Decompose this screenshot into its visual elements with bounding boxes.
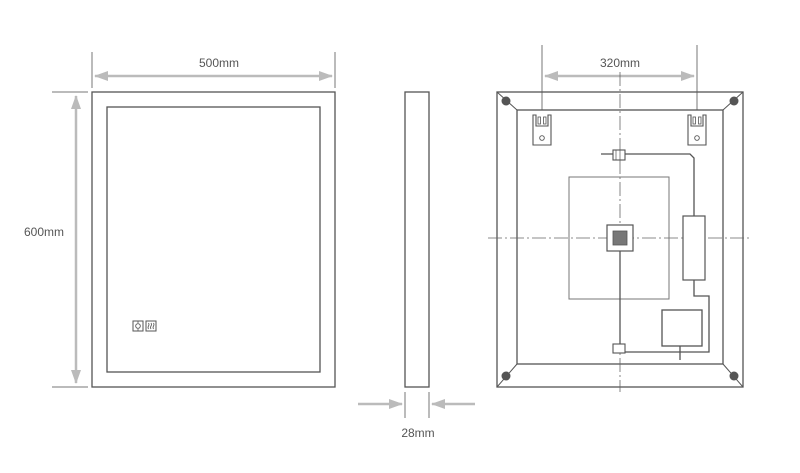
power-driver xyxy=(682,215,706,281)
wiring xyxy=(601,153,710,360)
corner-screw-icon xyxy=(501,96,511,106)
wire-top xyxy=(601,153,695,216)
mirror-side-profile xyxy=(404,91,430,388)
top-connector xyxy=(612,149,626,161)
corner-screw-icon xyxy=(501,371,511,381)
wall-bracket-left-icon xyxy=(532,114,552,146)
corner-screw-icon xyxy=(729,371,739,381)
mirror-outer-frame xyxy=(91,91,336,388)
back-view: 320mm xyxy=(488,45,752,392)
side-view: 28mm xyxy=(358,91,475,440)
front-width-label: 500mm xyxy=(199,56,239,70)
light-switch-icon xyxy=(132,320,144,332)
corner-screw-icon xyxy=(729,96,739,106)
front-view: 500mm 600mm xyxy=(24,52,336,388)
mirror-inner-frame xyxy=(106,106,321,373)
center-sensor-core xyxy=(612,230,628,246)
junction-box xyxy=(661,309,703,347)
bracket-spacing-label: 320mm xyxy=(600,56,640,70)
wire-bottom xyxy=(620,280,710,353)
bottom-connector xyxy=(612,343,626,354)
side-depth-label: 28mm xyxy=(401,426,434,440)
wall-bracket-right-icon xyxy=(687,114,707,146)
front-height-label: 600mm xyxy=(24,225,64,239)
defog-switch-icon xyxy=(145,320,157,332)
defogger-pad xyxy=(568,176,670,300)
touch-switch-icons xyxy=(132,320,157,332)
